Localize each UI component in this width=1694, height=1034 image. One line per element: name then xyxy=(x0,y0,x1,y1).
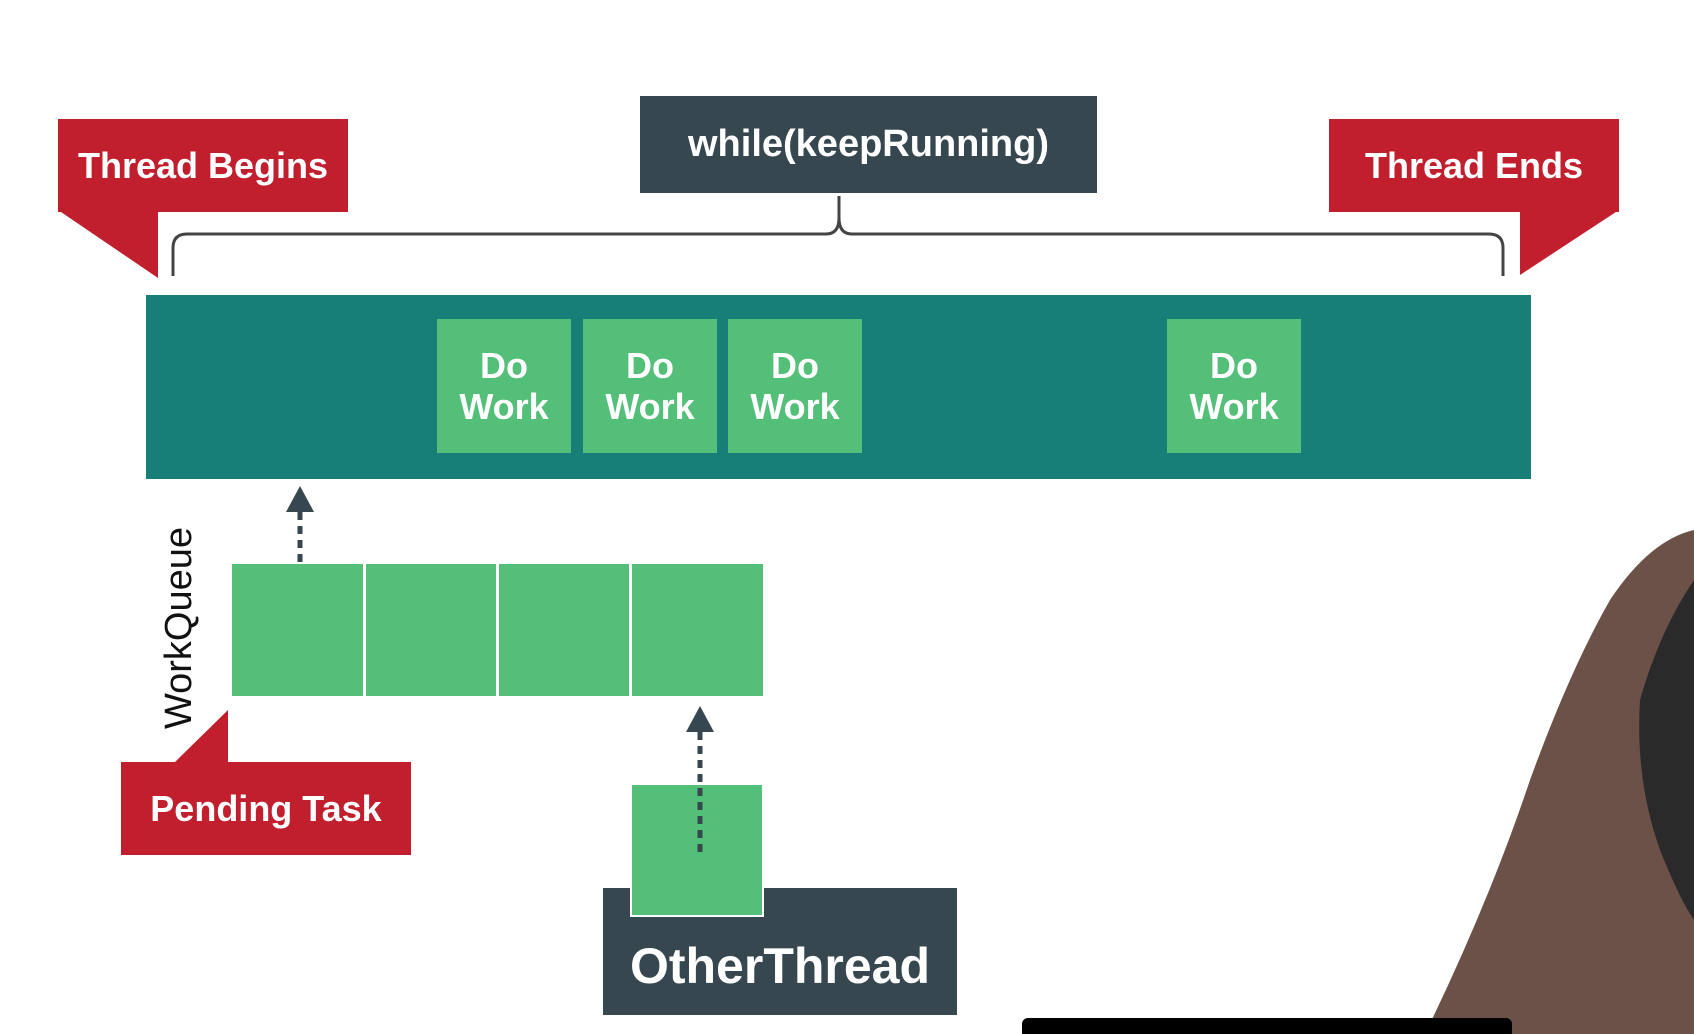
queue-cell xyxy=(366,564,496,696)
pending-task-callout: Pending Task xyxy=(121,762,411,855)
thread-begins-label: Thread Begins xyxy=(77,144,329,186)
do-work-line1: Do xyxy=(626,345,674,386)
do-work-line2: Work xyxy=(1189,386,1279,427)
thread-ends-label: Thread Ends xyxy=(1364,144,1584,186)
do-work-line1: Do xyxy=(480,345,528,386)
loop-condition-label: while(keepRunning) xyxy=(688,123,1049,165)
other-thread-label: OtherThread xyxy=(629,937,931,994)
dequeue-arrow-head xyxy=(286,486,314,512)
do-work-line1: Do xyxy=(771,345,819,386)
thread-ends-callout: Thread Ends xyxy=(1329,119,1619,212)
presenter-shoulder xyxy=(1425,530,1694,1034)
new-task-block xyxy=(630,783,764,917)
presenter-shirt-panel xyxy=(1639,580,1694,920)
loop-condition-box: while(keepRunning) xyxy=(640,96,1097,193)
queue-cell xyxy=(232,564,363,696)
do-work-line2: Work xyxy=(750,386,840,427)
pending-task-pointer xyxy=(175,710,228,762)
loop-brace xyxy=(171,196,1505,276)
pending-task-label: Pending Task xyxy=(150,787,382,829)
queue-cell xyxy=(632,564,763,696)
do-work-line1: Do xyxy=(1210,345,1258,386)
enqueue-arrow-head xyxy=(686,706,714,732)
thread-begins-pointer xyxy=(58,210,158,278)
queue-cell xyxy=(499,564,629,696)
thread-begins-callout: Thread Begins xyxy=(58,119,348,212)
video-caption-bar xyxy=(1022,1018,1512,1034)
do-work-line2: Work xyxy=(459,386,549,427)
do-work-line2: Work xyxy=(605,386,695,427)
thread-ends-pointer xyxy=(1520,210,1619,275)
presenter-figure xyxy=(1425,530,1694,1034)
